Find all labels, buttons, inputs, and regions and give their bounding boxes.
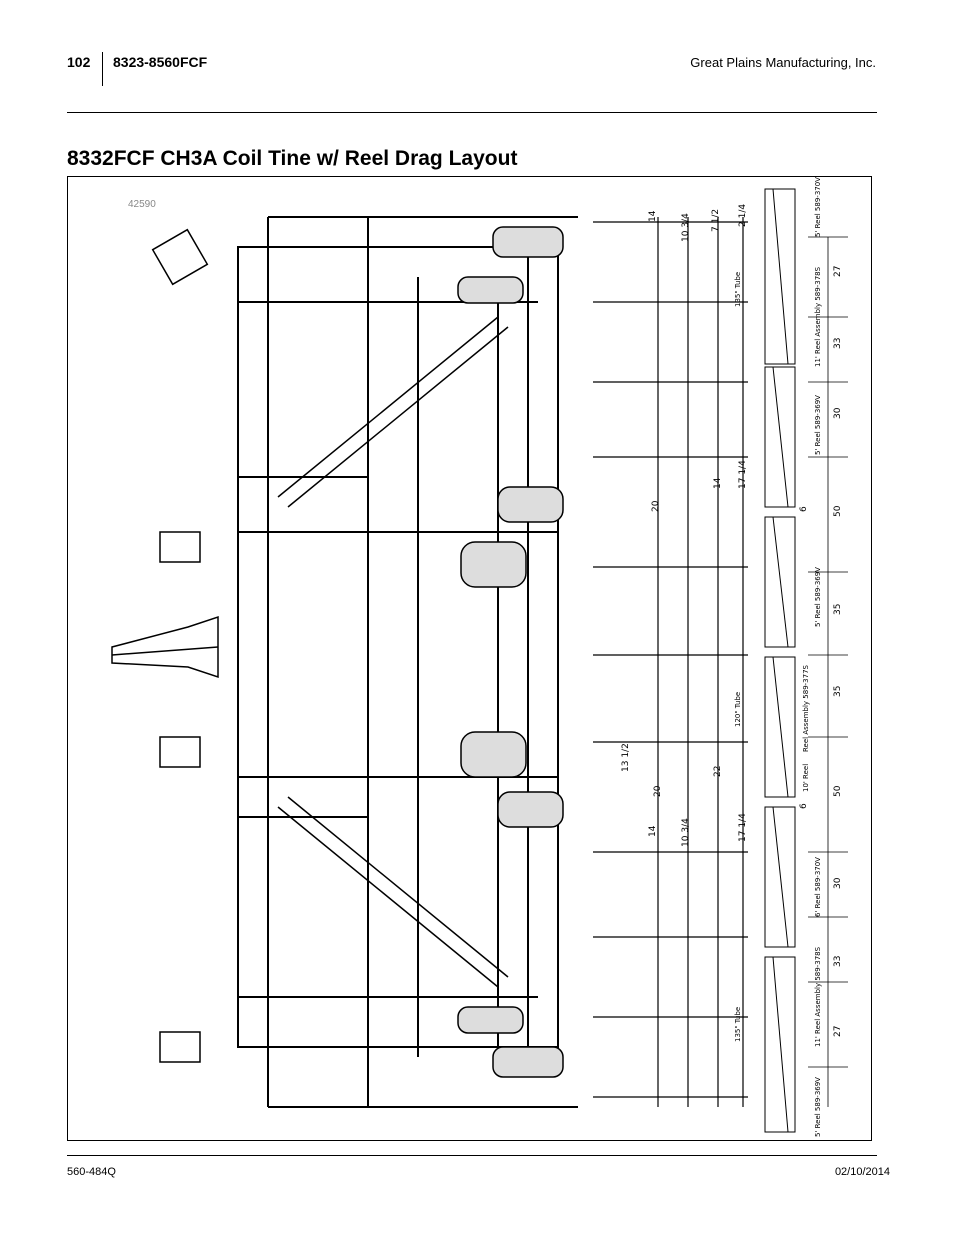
dim-label: 14 [648, 210, 658, 222]
tube-label: 120" Tube [734, 692, 742, 727]
reel-label: 6' Reel 589-370V [814, 857, 822, 917]
layout-drawing: 42590 [111, 177, 848, 1137]
right-dimensions: 27 33 30 50 35 35 50 30 33 27 [833, 266, 843, 1037]
dim-label: 35 [833, 686, 843, 697]
reel-label: 5' Reel 589-369V [814, 395, 822, 455]
model-number: 8323-8560FCF [113, 54, 208, 70]
tube-labels: 135" Tube 120" Tube 135" Tube [734, 272, 742, 1042]
tube-label: 135" Tube [734, 272, 742, 307]
document-number: 560-484Q [67, 1166, 116, 1178]
dim-label: 2 1/4 [738, 204, 748, 227]
dim-label: 14 [648, 825, 658, 837]
dim-label: 10 3/4 [681, 213, 691, 242]
dim-label: 7 1/2 [711, 209, 721, 232]
reel-label: 11' Reel Assembly 589-378S [814, 266, 822, 367]
dim-label: 20 [651, 500, 661, 512]
reel-label: 5' Reel 589-369V [814, 567, 822, 627]
tube-label: 135" Tube [734, 1007, 742, 1042]
dim-label: 6 [799, 803, 809, 809]
dim-label: 27 [833, 266, 843, 277]
diagonal-braces [277, 316, 509, 988]
dim-label: 10 3/4 [681, 818, 691, 847]
reel-label: 10' Reel [802, 764, 810, 792]
dim-label: 6 [799, 506, 809, 512]
dim-label: 17 1/4 [738, 813, 748, 842]
page-title: 8332FCF CH3A Coil Tine w/ Reel Drag Layo… [67, 147, 518, 170]
dim-label: 27 [833, 1026, 843, 1037]
dim-label: 50 [833, 505, 843, 517]
dim-label: 33 [833, 956, 843, 967]
dim-label: 50 [833, 785, 843, 797]
main-frame [237, 216, 578, 1108]
hitch-brackets [151, 228, 209, 1063]
wheels [457, 226, 564, 1078]
reel-label: 5' Reel 589-370V [814, 177, 822, 237]
reel-label: Reel Assembly 589-377S [802, 664, 810, 752]
figure-id: 42590 [128, 199, 156, 210]
revision-date: 02/10/2014 [834, 1166, 890, 1178]
dimension-lines [808, 236, 848, 1107]
header-rule [67, 112, 877, 113]
dim-label: 30 [833, 877, 843, 889]
dim-label: 30 [833, 407, 843, 419]
dim-label: 13 1/2 [621, 743, 631, 772]
reel-label: 11' Reel Assembly 589-378S [814, 946, 822, 1047]
hitch-tongue [111, 615, 219, 679]
dim-label: 22 [713, 766, 723, 777]
dim-label: 35 [833, 604, 843, 615]
mid-dimensions: 14 10 3/4 7 1/2 2 1/4 20 14 17 1/4 13 1/… [621, 204, 809, 847]
layout-diagram: 42590 [67, 176, 872, 1141]
dim-label: 33 [833, 338, 843, 349]
reel-label: 5' Reel 589-369V [814, 1077, 822, 1137]
footer-rule [67, 1155, 877, 1156]
dim-label: 20 [653, 785, 663, 797]
tine-rows [593, 217, 748, 1107]
reel-labels: 5' Reel 589-370V 11' Reel Assembly 589-3… [802, 177, 822, 1137]
company-name: Great Plains Manufacturing, Inc. [690, 55, 876, 70]
dim-label: 14 [713, 477, 723, 489]
page-number: 102 [67, 54, 91, 70]
dim-label: 17 1/4 [738, 460, 748, 489]
header-divider [102, 52, 103, 86]
reel-drags [764, 188, 796, 1133]
